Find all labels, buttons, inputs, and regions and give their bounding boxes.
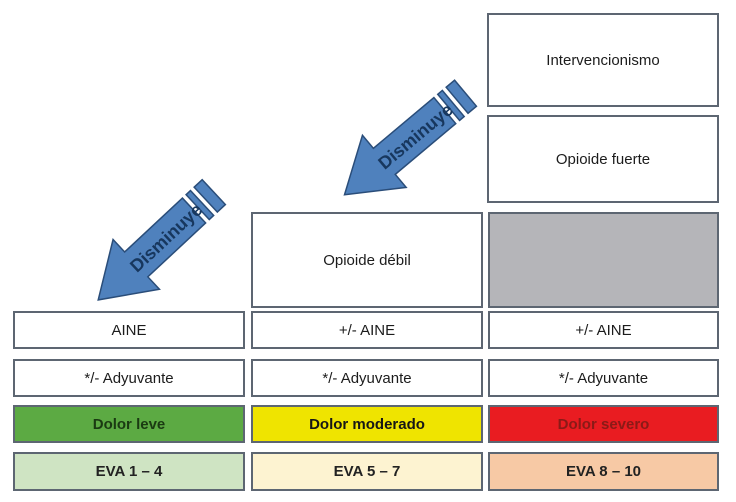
disminuye-label: Disminuye	[126, 200, 206, 277]
aine-box-severo: +/- AINE	[488, 311, 719, 349]
disminuye-arrow-upper: Disminuye	[343, 79, 478, 196]
aine-box-leve: AINE	[13, 311, 245, 349]
adyuvante-box-severo: */- Adyuvante	[488, 359, 719, 397]
step-opioide-debil: Opioide débil	[251, 212, 483, 308]
disminuye-arrow-lower: Disminuye	[97, 178, 227, 301]
arrow-stripe-end	[445, 79, 478, 115]
adyuvante-box-leve: */- Adyuvante	[13, 359, 245, 397]
adyuvante-box-moderado: */- Adyuvante	[251, 359, 483, 397]
eva-scale-moderado: EVA 5 – 7	[251, 452, 483, 491]
arrow-stripe-thin	[185, 189, 215, 221]
arrow-stripe-thin	[436, 89, 466, 122]
arrow-stripe-end	[193, 178, 227, 214]
empty-gray-box	[488, 212, 719, 308]
aine-box-moderado: +/- AINE	[251, 311, 483, 349]
eva-scale-leve: EVA 1 – 4	[13, 452, 245, 491]
dolor-moderado-label: Dolor moderado	[251, 405, 483, 443]
step-opioide-fuerte: Opioide fuerte	[487, 115, 719, 203]
eva-scale-severo: EVA 8 – 10	[488, 452, 719, 491]
dolor-severo-label: Dolor severo	[488, 405, 719, 443]
step-intervencionismo: Intervencionismo	[487, 13, 719, 107]
arrow-body	[97, 197, 207, 301]
arrow-body	[343, 96, 457, 196]
dolor-leve-label: Dolor leve	[13, 405, 245, 443]
